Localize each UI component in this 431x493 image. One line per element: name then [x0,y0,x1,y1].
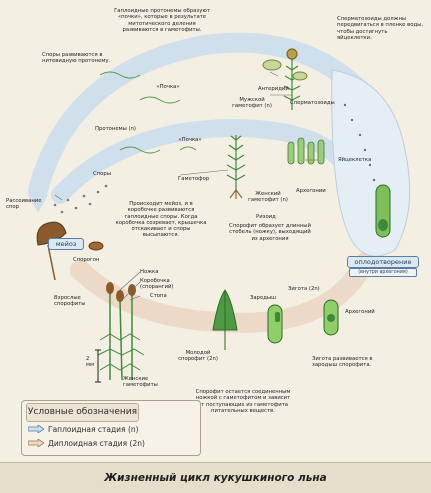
label-female-gametophytes: Женские гаметофиты [123,376,163,389]
label-bud-top: «Почка» [148,84,188,90]
fertilization-tag: оплодотворение [347,256,419,268]
label-female-gametophyte: Женский гаметофит (n) [246,191,290,204]
label-sporogon: Спорогон [73,257,109,263]
label-sporophyte-stalk: Спорофит образует длинный стебель (ножку… [228,223,312,242]
label-sporophyte-attached: Спорофит остается соединенным ножкой с г… [192,389,294,414]
label-spores: Споры [93,171,123,177]
label-gametophyte-proto: Гаплоидные протонемы образуют «почки», к… [110,8,214,33]
label-adult-sporophytes: Взрослые спорофиты [54,295,94,308]
label-young-sporophyte: Молодой спорофит (2n) [176,350,220,363]
label-foot: Стопа [150,293,180,299]
label-bud-mid: «Почка» [170,137,210,143]
label-meiosis-text: Происходит мейоз, и в коробочке развиваю… [115,201,207,239]
label-archegonia: Архегонии [296,188,340,194]
label-rhizoid: Ризоид [256,214,286,220]
fertilization-sub-tag: (внутри архегония) [349,268,417,277]
legend-haploid-label: Гаплоидная стадия (n) [48,425,139,434]
fertilization-archegonium [376,185,390,237]
young-sporophyte-plant [213,290,237,350]
legend-haploid-row: Гаплоидная стадия (n) [28,425,139,435]
label-spermatozoa: Сперматозоиды [290,100,340,106]
label-male-gametophyte: Мужской гаметофит (n) [230,97,274,110]
sporogon-icon [89,242,103,250]
label-capsule: Коробочка (спорангий) [140,278,182,291]
label-zygote: Зигота (2n) [288,286,332,292]
label-protonema: Протонемы (n) [95,126,155,132]
label-antheridium: Антеридий [258,86,298,92]
label-stalk: Ножка [140,269,170,275]
label-egg-cell: Яйцеклетка [338,157,388,163]
label-spore-dispersal: Рассеивание спор [6,198,42,211]
legend-diploid-label: Диплоидная стадия (2n) [48,439,145,448]
label-zygote-develops: Зигота развивается в зародыш спорофита. [312,356,376,369]
label-embryos: Зародыш [250,295,284,301]
label-sperm-move: Сперматозоиды должны передвигаться в пле… [337,16,423,41]
meiosis-tag: мейоз [48,238,84,250]
haploid-arrow-icon [28,425,44,433]
female-gametophyte-plant [227,135,245,199]
label-gametophore: Гаметофор [178,176,222,182]
label-archegonium: Архегоний [345,309,385,315]
footer-title: Жизненный цикл кукушкиного льна [0,463,431,493]
label-scale: 2 мм [86,356,98,369]
diploid-arrow-icon [28,439,44,447]
legend-box: Условные обозначения Гаплоидная стадия (… [21,400,201,456]
footer-bar: Жизненный цикл кукушкиного льна [0,462,431,493]
label-spores-develop: Споры развиваются в нитевидную протонему… [42,52,112,65]
legend-title: Условные обозначения [26,403,139,422]
spore-capsule-open [37,222,66,280]
legend-diploid-row: Диплоидная стадия (2n) [28,439,145,449]
